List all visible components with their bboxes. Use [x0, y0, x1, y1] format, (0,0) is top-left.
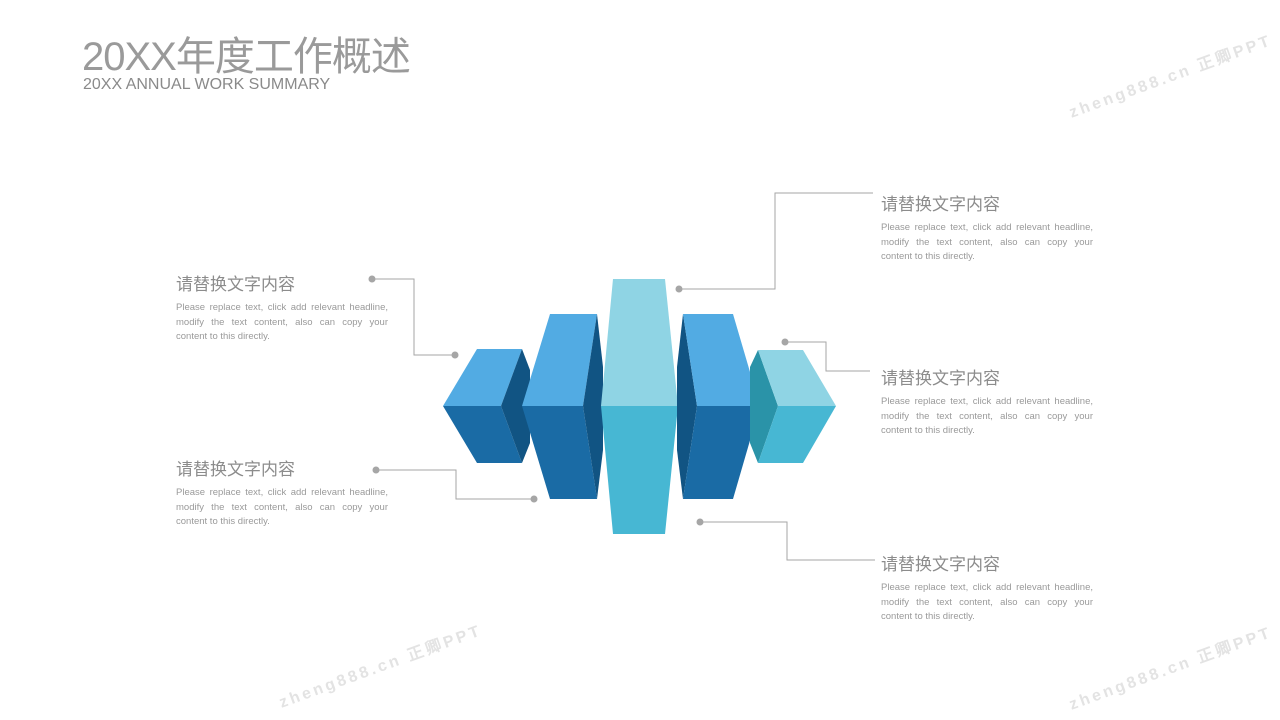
block-left-small — [443, 349, 530, 463]
page-title: 20XX年度工作概述 — [82, 35, 411, 79]
text-block-body: Please replace text, click add relevant … — [176, 302, 388, 343]
connector-dot — [530, 495, 538, 503]
text-block-body: Please replace text, click add relevant … — [881, 222, 1093, 263]
connector-dot — [372, 466, 380, 474]
connector-line — [700, 521, 875, 561]
connector-dot — [696, 518, 704, 526]
text-block: 请替换文字内容 Please replace text, click add r… — [881, 550, 1093, 625]
connector-dot — [368, 275, 376, 283]
connectors — [372, 192, 875, 561]
page-subtitle: 20XX ANNUAL WORK SUMMARY — [83, 76, 331, 93]
block-left-large — [522, 314, 603, 499]
text-block-title: 请替换文字内容 — [176, 460, 295, 479]
text-block-title: 请替换文字内容 — [881, 195, 1000, 214]
connector-line — [376, 469, 534, 500]
connector-dot — [675, 285, 683, 293]
block-right-small — [750, 350, 836, 463]
connector-dot — [781, 338, 789, 346]
text-block-title: 请替换文字内容 — [881, 555, 1000, 574]
text-block: 请替换文字内容 Please replace text, click add r… — [176, 270, 388, 345]
text-block: 请替换文字内容 Please replace text, click add r… — [176, 455, 388, 530]
connector-line — [679, 192, 873, 290]
text-block: 请替换文字内容 Please replace text, click add r… — [881, 364, 1093, 439]
text-block: 请替换文字内容 Please replace text, click add r… — [881, 190, 1093, 265]
block-center — [601, 279, 678, 534]
connector-dot — [451, 351, 459, 359]
connector-line — [785, 341, 870, 372]
connector-line — [372, 278, 455, 356]
text-block-body: Please replace text, click add relevant … — [881, 582, 1093, 623]
text-block-body: Please replace text, click add relevant … — [881, 396, 1093, 437]
text-block-body: Please replace text, click add relevant … — [176, 487, 388, 528]
text-block-title: 请替换文字内容 — [881, 369, 1000, 388]
text-block-title: 请替换文字内容 — [176, 275, 295, 294]
block-right-large — [677, 314, 760, 499]
